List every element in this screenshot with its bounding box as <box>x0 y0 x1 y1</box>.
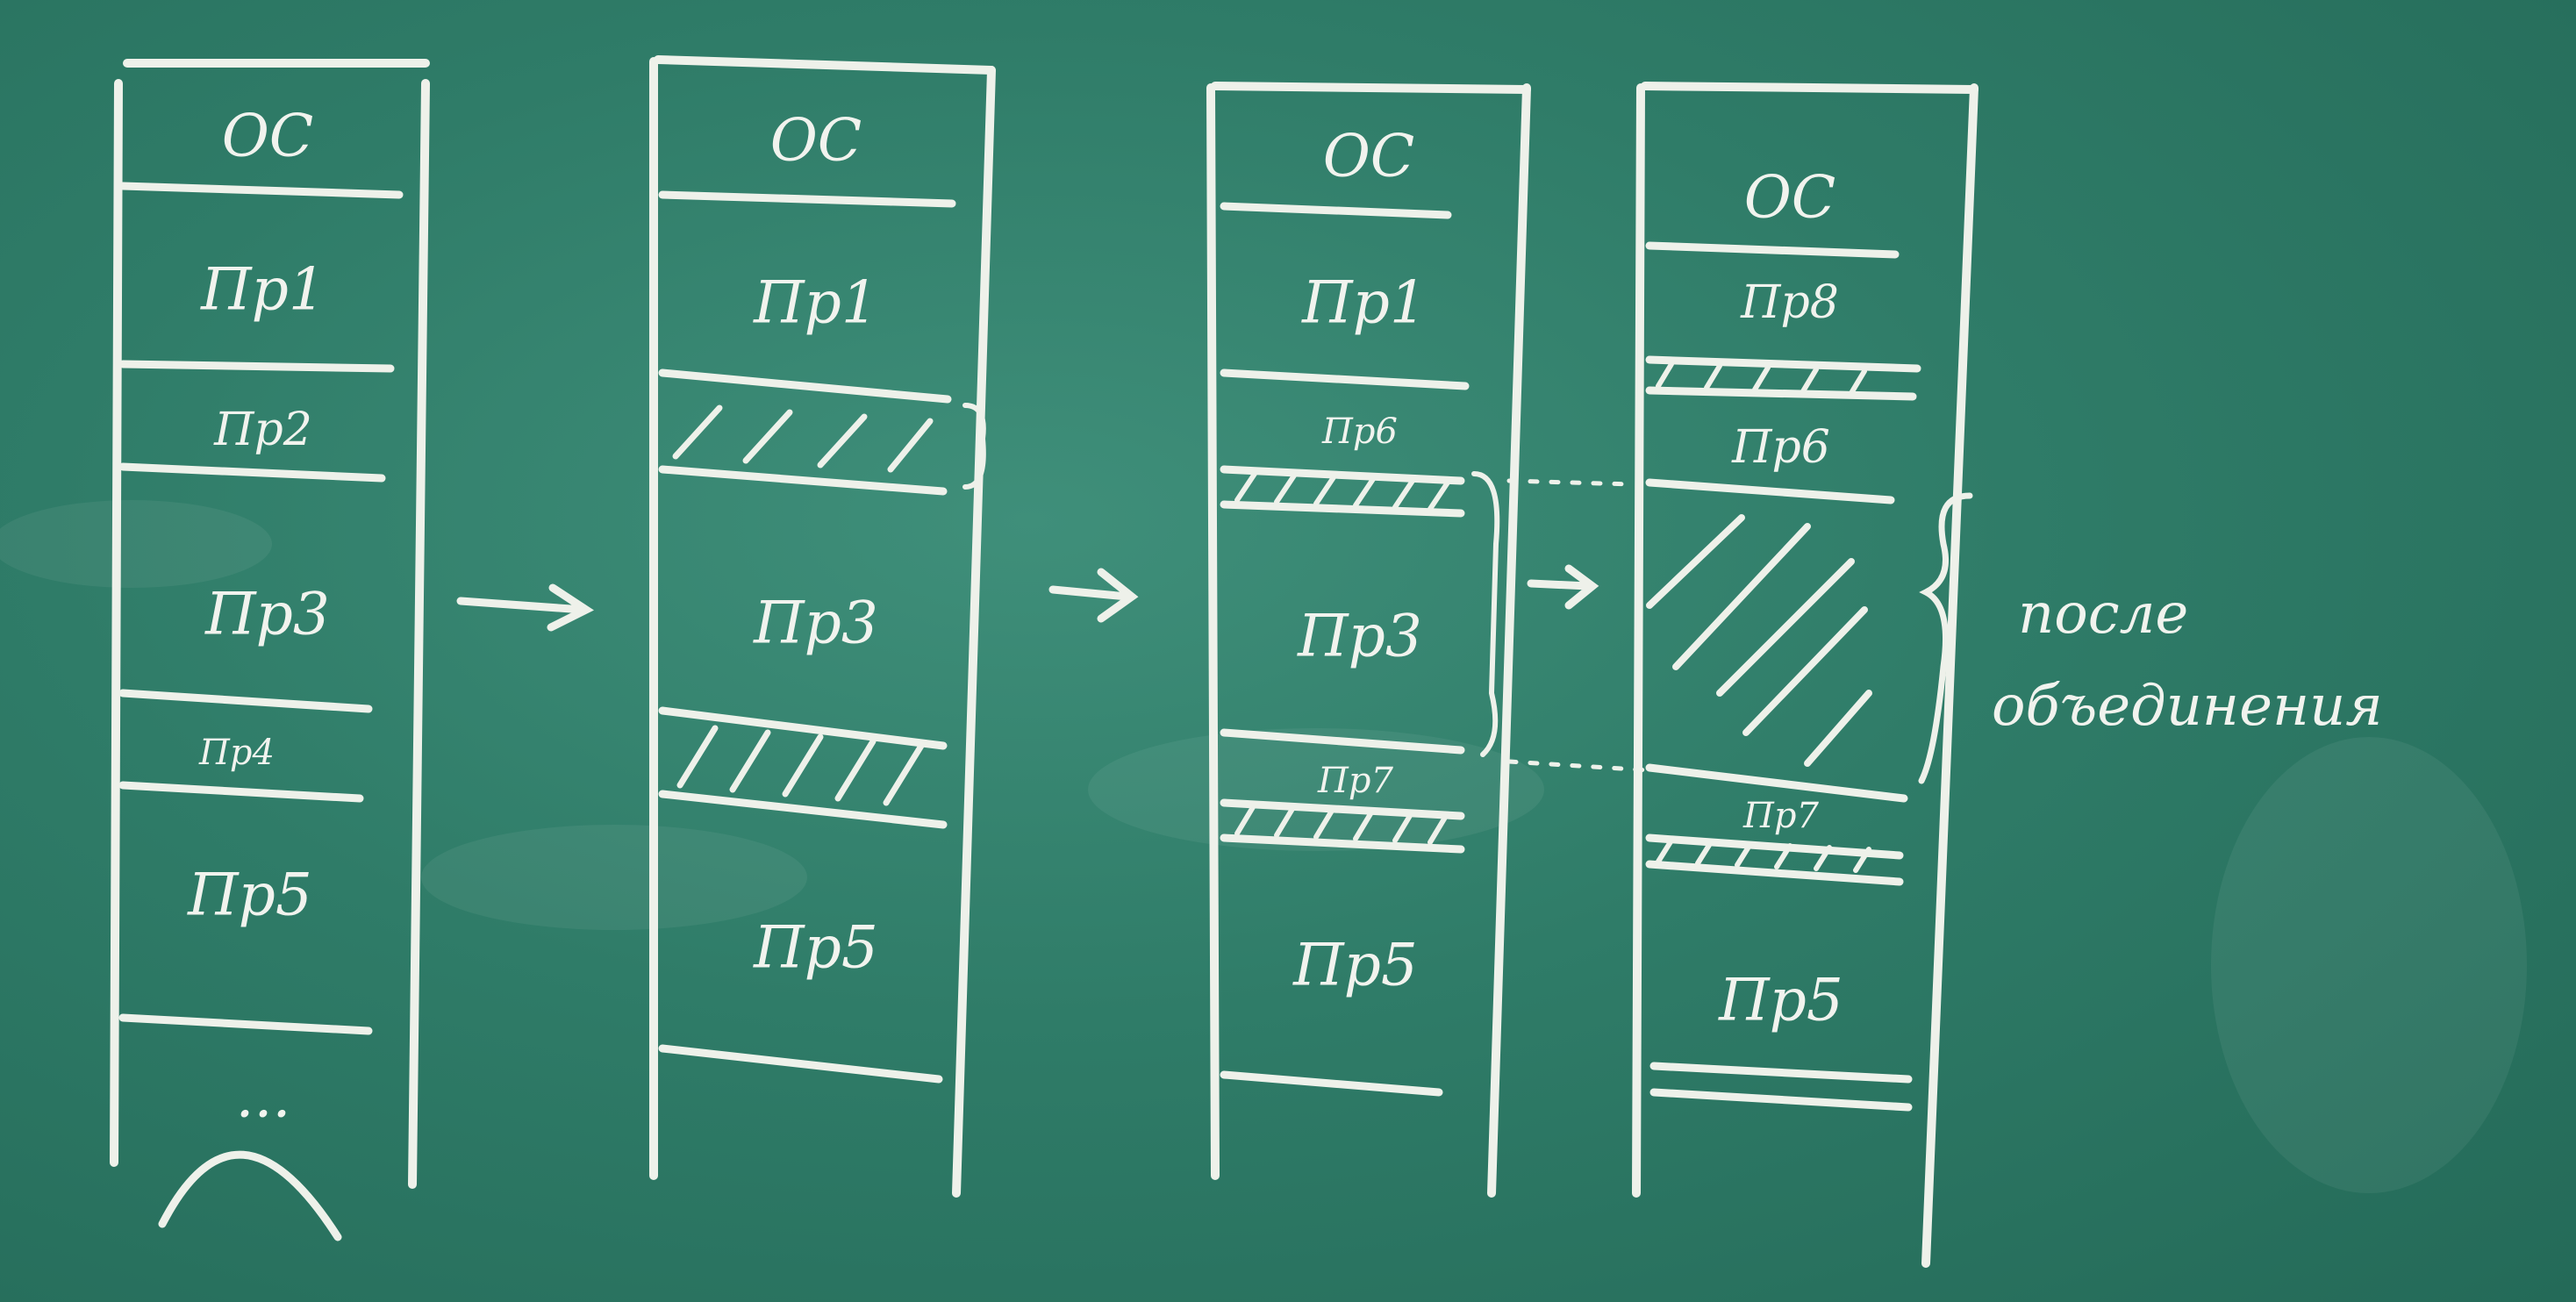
free-block-hatch <box>1656 361 1867 396</box>
segment-label-os: ОС <box>222 103 314 170</box>
segment-label-process: Пр4 <box>198 733 275 773</box>
segment-label-process: Пр5 <box>753 914 878 982</box>
segment-label-process: Пр2 <box>213 404 312 456</box>
segment-label-process: Пр1 <box>200 256 326 324</box>
ellipsis: ... <box>236 1063 291 1131</box>
arrow-right-icon <box>456 583 594 632</box>
free-block-hatch <box>676 725 925 806</box>
memory-column-2 <box>649 55 996 1198</box>
arrow-right-icon <box>1527 564 1599 610</box>
segment-label-process: Пр6 <box>1731 421 1830 474</box>
bracket-icon <box>1471 471 1500 757</box>
dotted-connector <box>1506 478 1635 487</box>
chalk-smudges <box>0 500 2527 1193</box>
segment-label-os: ОС <box>1323 123 1415 190</box>
segment-label-process: Пр5 <box>1292 932 1418 999</box>
segment-label-os: ОС <box>1744 164 1836 232</box>
curly-brace-icon <box>1918 492 1973 784</box>
arrow-right-icon <box>1048 568 1139 623</box>
segment-label-process: Пр1 <box>753 269 878 337</box>
free-block-hatch <box>672 404 934 473</box>
segment-label-os: ОС <box>770 107 862 175</box>
segment-label-process: Пр5 <box>187 862 312 929</box>
memory-column-4 <box>1632 82 1979 1268</box>
memory-column-1 <box>110 59 430 1189</box>
bracket-icon <box>962 403 986 490</box>
free-block-hatch <box>1234 471 1450 512</box>
segment-label-process: Пр7 <box>1317 761 1393 801</box>
segment-label-process: Пр3 <box>1297 603 1422 670</box>
segment-label-process: Пр3 <box>204 581 330 648</box>
free-block-hatch-merged <box>1646 514 1872 767</box>
segment-label-process: Пр7 <box>1742 796 1819 836</box>
memory-column-3 <box>1206 82 1531 1198</box>
segment-label-process: Пр3 <box>753 590 878 657</box>
segment-label-process: Пр5 <box>1718 967 1843 1034</box>
segment-label-process: Пр8 <box>1740 276 1839 329</box>
segment-label-process: Пр6 <box>1321 411 1398 452</box>
sad-arc-icon <box>158 1150 342 1241</box>
segment-label-process: Пр1 <box>1301 269 1427 337</box>
annotation-line-1: после <box>2018 582 2188 647</box>
dotted-connector <box>1506 759 1652 773</box>
free-block-hatch <box>1234 805 1449 845</box>
free-block-hatch <box>1656 838 1871 873</box>
annotation-line-2: объединения <box>1992 674 2383 739</box>
